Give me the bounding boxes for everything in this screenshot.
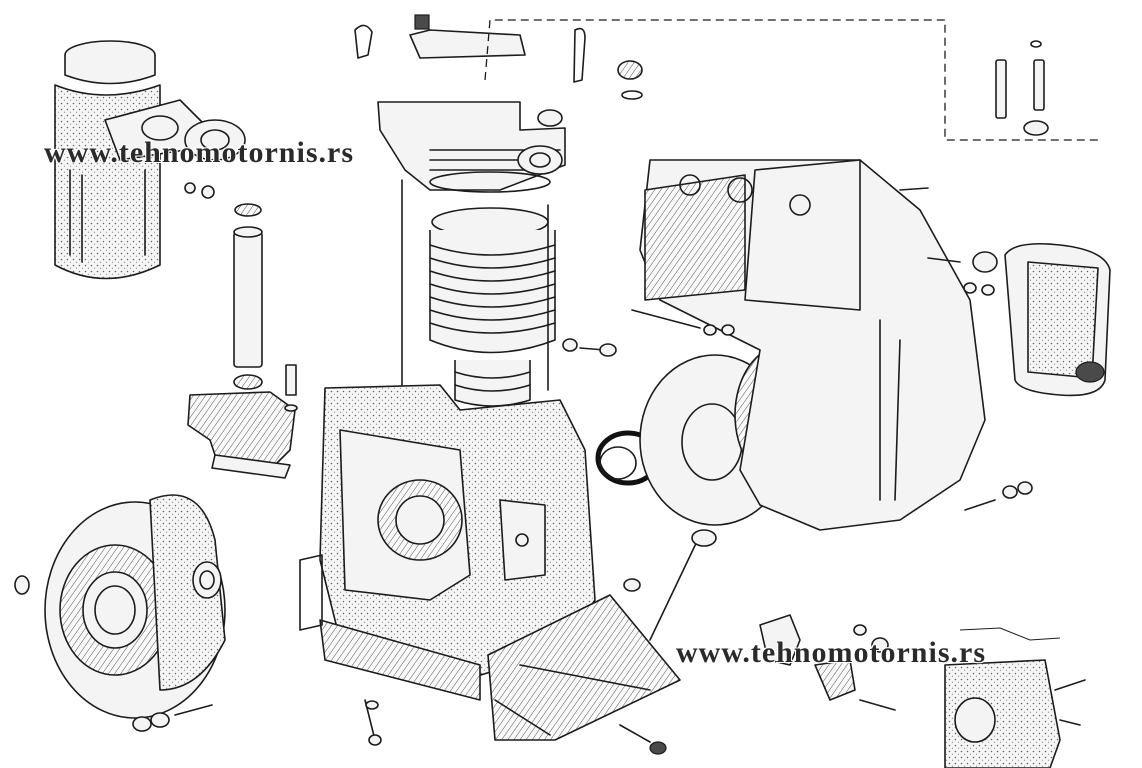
- fan-shroud: [639, 159, 986, 531]
- rocker-cover: [354, 14, 643, 100]
- dipstick: [649, 529, 717, 641]
- push-rod-tube: [233, 203, 263, 390]
- studs-kit: [995, 40, 1049, 136]
- tappet-bracket: [187, 364, 298, 479]
- inset-crankcase: [944, 627, 1086, 768]
- watermark-bottom-right: www.tehnomotornis.rs: [676, 636, 986, 669]
- crankcase: [319, 384, 596, 701]
- fasteners: [364, 187, 1033, 755]
- governor-parts: [759, 614, 896, 711]
- headlight: [972, 242, 1111, 397]
- engine-base: [299, 554, 681, 741]
- cylinder-barrel: [401, 179, 556, 407]
- air-filter: [54, 40, 246, 280]
- cylinder-head: [377, 101, 566, 193]
- leader-line: [484, 19, 1100, 141]
- side-cover: [14, 494, 226, 732]
- watermark-top-left: www.tehnomotornis.rs: [44, 136, 354, 169]
